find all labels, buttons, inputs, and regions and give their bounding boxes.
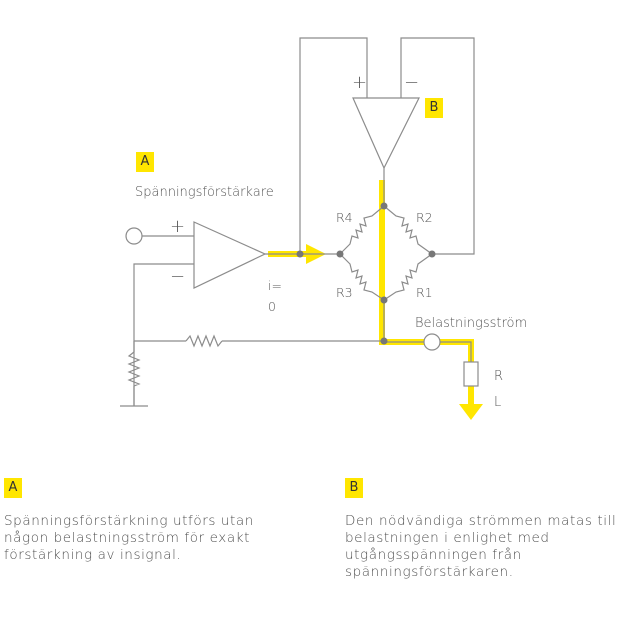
load-current-label: Belastningsström — [415, 316, 527, 331]
input-terminal — [125, 227, 143, 245]
r4-label: R4 — [336, 210, 353, 225]
resistor-r1 — [383, 253, 433, 301]
voltage-amplifier-title: Spänningsförstärkare — [135, 185, 274, 200]
junction-nodes — [296, 202, 436, 345]
wires — [120, 37, 475, 407]
note-a-line-3: förstärkning av insignal. — [4, 547, 182, 563]
load-resistor — [463, 361, 479, 387]
amp-b-minus-label: − — [404, 72, 419, 93]
feedback-resistor — [185, 334, 223, 348]
current-meter — [423, 333, 441, 351]
r1-label: R1 — [416, 285, 433, 300]
note-b-line-1: Den nödvändiga strömmen matas till — [345, 513, 617, 529]
badge-a-diagram: A — [136, 152, 154, 172]
circuit-diagram: + − + − Spänningsförstärkare i= 0 R4 R2 … — [120, 37, 527, 420]
note-a-text: Spänningsförstärkning utförs utan någon … — [4, 513, 294, 564]
r2-label: R2 — [416, 210, 433, 225]
resistor-r4 — [339, 205, 385, 255]
ground-resistor — [127, 351, 141, 387]
note-b-line-4: spänningsförstärkaren. — [345, 564, 514, 580]
note-b-badge: B — [345, 478, 363, 498]
amp-b-plus-label: + — [352, 72, 367, 93]
note-b-line-2: belastningen i enlighet med — [345, 530, 550, 546]
current-label-line2: 0 — [268, 299, 276, 314]
note-b-text: Den nödvändiga strömmen matas till belas… — [345, 513, 640, 581]
current-path-highlight — [268, 180, 474, 410]
note-b-line-3: utgångsspänningen från — [345, 547, 522, 563]
bridge-resistors — [339, 205, 433, 301]
current-amplifier-b — [352, 97, 420, 170]
amp-a-plus-label: + — [170, 216, 185, 237]
amp-a-minus-label: − — [170, 266, 185, 287]
resistor-r2 — [383, 205, 433, 255]
note-a-badge: A — [4, 478, 22, 498]
voltage-amplifier-a — [193, 221, 267, 289]
resistor-r3 — [339, 253, 385, 301]
rl-label-line1: R — [494, 369, 503, 384]
rl-label-line2: L — [494, 395, 501, 410]
note-a-line-2: någon belastningsström för exakt — [4, 530, 251, 546]
r3-label: R3 — [336, 285, 353, 300]
note-a-line-1: Spänningsförstärkning utförs utan — [4, 513, 254, 529]
current-label-line1: i= — [268, 278, 282, 293]
current-arrow-down — [459, 404, 483, 420]
badge-b-diagram: B — [425, 98, 443, 118]
